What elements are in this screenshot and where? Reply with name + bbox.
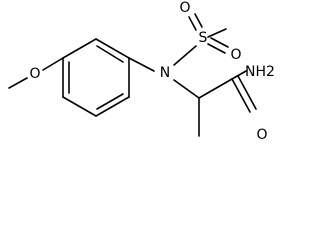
bond-ring-5 [95, 38, 130, 59]
bond-calpha-ccarbonyl [198, 78, 233, 99]
bond-methyl-o [8, 77, 28, 89]
atom-amide-nitrogen: NH2 [245, 64, 275, 80]
bond-s-methyl [207, 28, 227, 38]
bond-o-ring [42, 57, 64, 71]
atom-methoxy-oxygen: O [29, 66, 40, 82]
bond-ring-6 [62, 38, 97, 59]
bond-s-o-right-b [210, 37, 229, 48]
atom-sulfonyl-oxygen-right: O [230, 47, 241, 63]
bond-ring-n [128, 57, 155, 72]
bond-c-o-a [231, 78, 251, 113]
atom-carbonyl-oxygen: O [256, 127, 267, 143]
bond-ring-inner-2 [96, 93, 124, 110]
atom-labels: O O S O N NH2 O [29, 0, 274, 143]
bond-ring-inner-3 [96, 45, 124, 63]
atom-sulfonyl-oxygen-top: O [179, 0, 190, 16]
bond-s-o-top-a [188, 16, 197, 31]
bond-s-o-right-a [207, 43, 226, 54]
bond-ring-2 [62, 96, 97, 117]
atom-nitrogen: N [160, 65, 170, 81]
bond-s-o-top-b [194, 13, 203, 28]
bond-ring-3 [95, 96, 130, 117]
bond-ccarbonyl-nh2 [231, 70, 247, 80]
bond-n-calpha [173, 79, 200, 99]
bonds [8, 13, 257, 137]
bond-n-s [173, 45, 197, 66]
atom-sulfur: S [199, 30, 208, 46]
bond-c-o-b [237, 75, 257, 110]
chemical-structure-diagram: O O S O N NH2 O [8, 0, 275, 143]
